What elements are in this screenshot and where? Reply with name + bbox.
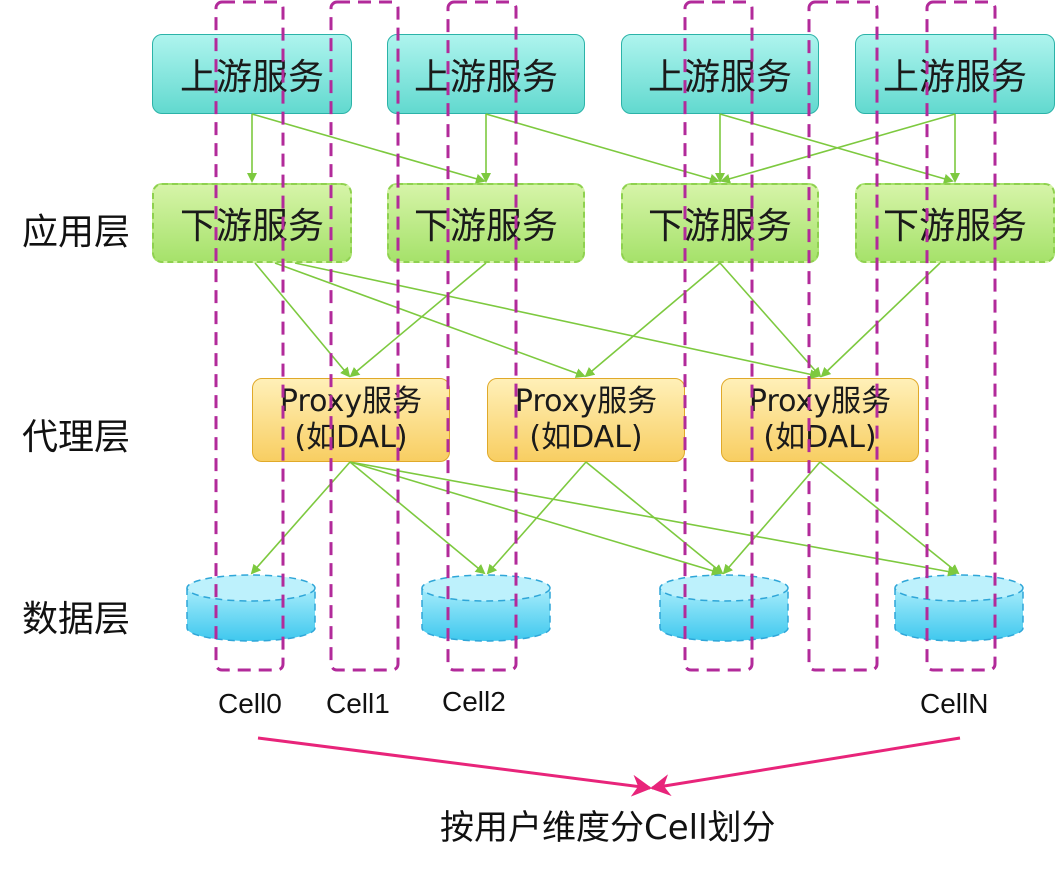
flow-arrow — [294, 262, 820, 380]
flow-arrow — [719, 262, 822, 378]
flow-arrow — [820, 262, 941, 378]
upstream-service-box: 上游服务 — [387, 34, 585, 114]
cell-label: Cell1 — [326, 688, 390, 719]
proxy-service-note: (如DAL) — [529, 420, 643, 455]
flow-arrow — [584, 262, 721, 378]
application-layer-label: 应用层 — [22, 212, 131, 253]
database-icon — [659, 574, 789, 642]
downstream-service-box: 下游服务 — [152, 183, 352, 263]
proxy-service-box: Proxy服务 (如DAL) — [252, 378, 450, 462]
downstream-service-label: 下游服务 — [413, 206, 558, 247]
downstream-to-proxy-arrows — [254, 262, 941, 380]
upstream-service-box: 上游服务 — [855, 34, 1055, 114]
proxy-service-box: Proxy服务 (如DAL) — [487, 378, 685, 462]
proxy-layer-label: 代理层 — [22, 417, 131, 458]
flow-arrow — [254, 262, 351, 378]
flow-arrow — [722, 461, 821, 575]
flow-arrow — [349, 461, 722, 576]
flow-arrow — [819, 461, 960, 575]
downstream-service-label: 下游服务 — [647, 206, 792, 247]
downstream-service-label: 下游服务 — [179, 206, 324, 247]
cell-border — [807, 0, 879, 672]
proxy-service-note: (如DAL) — [763, 420, 877, 455]
flow-arrow — [349, 262, 487, 378]
cell-label: Cell0 — [218, 688, 282, 719]
flow-arrow — [720, 113, 956, 184]
flow-arrow — [486, 461, 587, 575]
downstream-service-box: 下游服务 — [621, 183, 819, 263]
caption-arrows — [257, 736, 961, 797]
flow-arrow — [485, 113, 720, 184]
upstream-service-box: 上游服务 — [621, 34, 819, 114]
partition-caption: 按用户维度分Cell划分 — [440, 808, 776, 848]
cell-label: CellN — [920, 688, 989, 719]
cell-label: Cell2 — [442, 686, 506, 717]
flow-arrow — [349, 461, 486, 575]
proxy-to-data-arrows — [250, 461, 960, 577]
downstream-service-box: 下游服务 — [387, 183, 585, 263]
cell-partitions — [214, 0, 997, 672]
flow-arrow — [251, 113, 486, 184]
flow-arrow — [585, 461, 724, 575]
proxy-service-box: Proxy服务 (如DAL) — [721, 378, 919, 462]
caption-arrow-right — [650, 736, 961, 796]
downstream-service-box: 下游服务 — [855, 183, 1055, 263]
cell-border — [214, 0, 285, 672]
proxy-service-note: (如DAL) — [294, 420, 408, 455]
cell-border — [925, 0, 997, 672]
upstream-service-label: 上游服务 — [647, 57, 792, 98]
data-layer-label: 数据层 — [22, 599, 131, 640]
upstream-service-label: 上游服务 — [882, 57, 1027, 98]
cell-border — [683, 0, 754, 672]
upstream-service-box: 上游服务 — [152, 34, 352, 114]
caption-arrow-left — [257, 736, 652, 797]
cell-border — [446, 0, 518, 672]
proxy-service-label: Proxy服务 — [748, 384, 892, 419]
upstream-service-label: 上游服务 — [179, 57, 324, 98]
database-icon — [421, 574, 551, 642]
flow-arrow — [250, 461, 351, 575]
upstream-to-downstream-arrows — [247, 113, 960, 184]
cell-border — [329, 0, 400, 672]
downstream-service-label: 下游服务 — [882, 206, 1027, 247]
upstream-service-label: 上游服务 — [413, 57, 558, 98]
proxy-service-label: Proxy服务 — [514, 384, 658, 419]
flow-arrow — [274, 262, 586, 378]
